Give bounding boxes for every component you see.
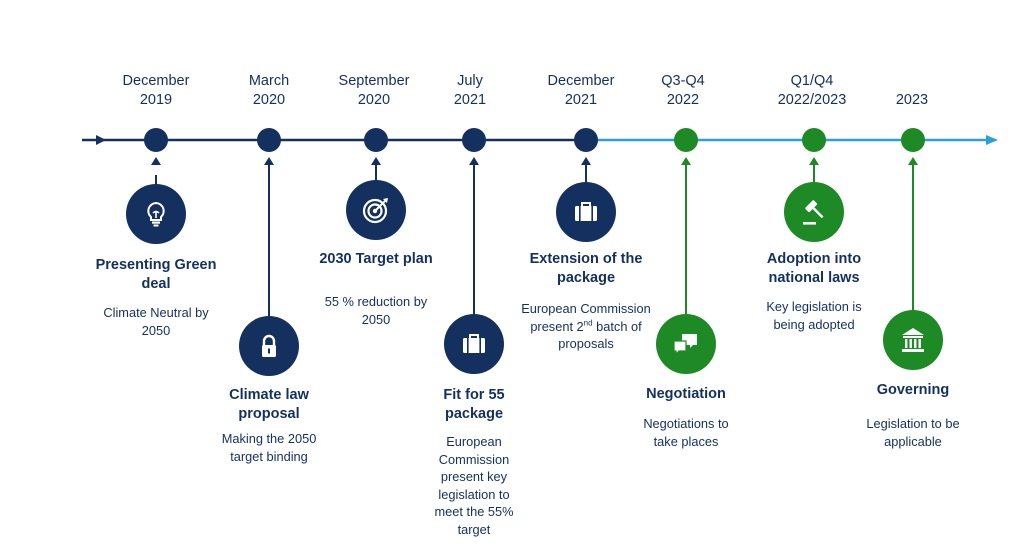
milestone-desc-3: 55 % reduction by 2050 <box>324 294 428 327</box>
lock-icon <box>262 334 276 357</box>
target-icon <box>362 198 388 224</box>
connector-5 <box>581 157 591 184</box>
milestone-icon-4 <box>444 314 504 374</box>
timeline-dot-3 <box>364 128 388 152</box>
milestone-title-8: Governing <box>876 382 950 398</box>
connector-6 <box>681 157 691 316</box>
milestone-icon-5 <box>556 182 616 242</box>
gavel-icon <box>803 200 824 225</box>
chat-bubbles-icon <box>673 334 697 356</box>
briefcase-icon <box>575 202 597 221</box>
axis-start-arrow <box>96 135 106 145</box>
timeline-dot-4 <box>462 128 486 152</box>
milestone-title-1: Presenting Green deal <box>95 257 217 292</box>
milestone-icon-7 <box>784 182 844 242</box>
connector-4 <box>469 157 479 316</box>
courthouse-icon <box>902 328 924 352</box>
milestone-desc-4: European Commission present key legislat… <box>434 434 514 537</box>
milestone-icon-2 <box>239 316 299 376</box>
axis-end-arrow <box>986 135 998 145</box>
milestone-desc-6: Negotiations to take places <box>643 416 729 449</box>
milestone-title-2: Climate law proposal <box>229 387 309 422</box>
milestone-title-3: 2030 Target plan <box>319 251 433 267</box>
timeline-dot-7 <box>802 128 826 152</box>
connector-7 <box>809 157 819 184</box>
milestone-icon-1 <box>126 184 186 244</box>
milestone-title-5: Extension of the package <box>529 251 643 286</box>
milestone-desc-7: Key legislation is being adopted <box>766 299 862 332</box>
milestone-icon-8 <box>883 310 943 370</box>
milestone-desc-2: Making the 2050 target binding <box>221 431 317 464</box>
milestone-title-4: Fit for 55 package <box>443 387 505 422</box>
lightbulb-icon <box>147 201 165 227</box>
timeline-dot-6 <box>674 128 698 152</box>
date-label-8: 2023 <box>895 92 929 108</box>
briefcase-icon <box>463 334 485 353</box>
connector-2 <box>264 157 274 318</box>
timeline-dot-2 <box>257 128 281 152</box>
connector-1 <box>151 157 161 186</box>
milestone-title-6: Negotiation <box>646 386 726 402</box>
connector-8 <box>908 157 918 312</box>
milestone-desc-1: Climate Neutral by 2050 <box>103 305 209 338</box>
timeline-dot-1 <box>144 128 168 152</box>
timeline-dot-5 <box>574 128 598 152</box>
milestone-title-7: Adoption into national laws <box>766 251 862 286</box>
timeline-dot-8 <box>901 128 925 152</box>
milestone-icon-3 <box>346 180 406 240</box>
milestone-desc-5: European Commission present 2nd batch of… <box>521 301 651 351</box>
milestone-desc-8: Legislation to be applicable <box>866 416 960 449</box>
milestone-icon-6 <box>656 314 716 374</box>
connector-3 <box>371 157 381 182</box>
